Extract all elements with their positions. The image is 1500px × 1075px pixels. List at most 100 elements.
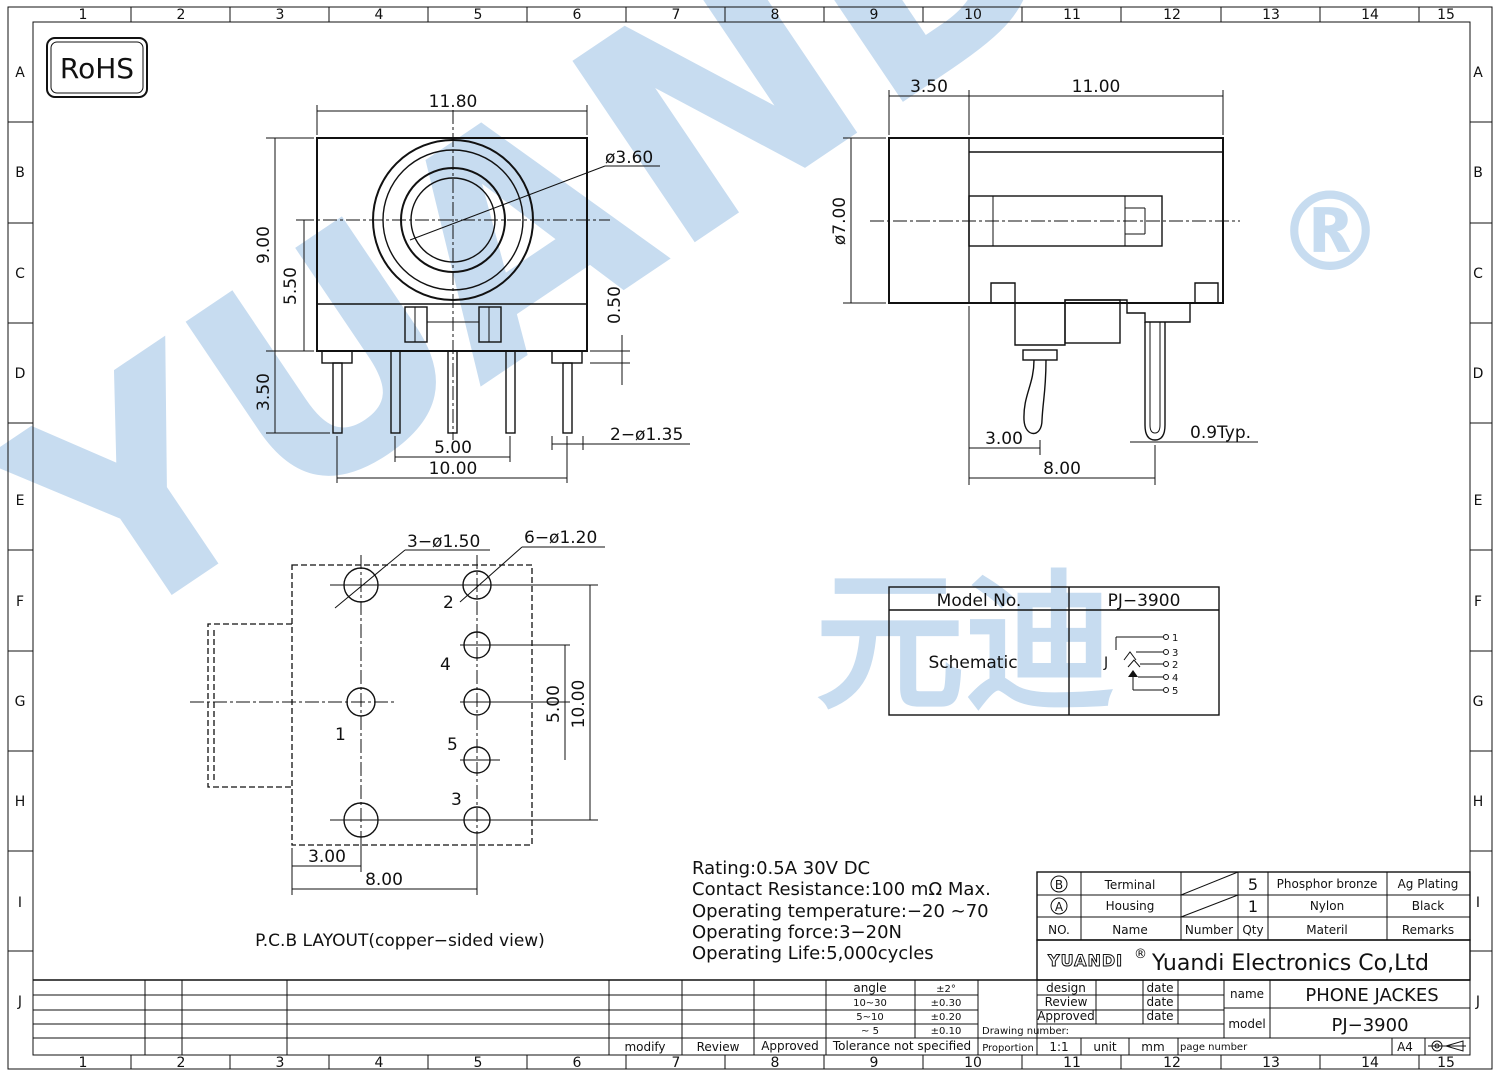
- row-label-I-right: I: [1476, 895, 1480, 911]
- column-label-12-top: 12: [1163, 7, 1181, 23]
- company-reg-mark: ®: [1134, 947, 1147, 962]
- header-qty: Qty: [1242, 923, 1263, 937]
- dim-pin-pitch: 5.00: [434, 438, 472, 458]
- column-label-9-bottom: 9: [870, 1055, 879, 1071]
- row-label-C-left: C: [15, 266, 25, 282]
- part-material-terminal: Phosphor bronze: [1277, 877, 1378, 891]
- label-review: Review: [697, 1040, 740, 1054]
- model-label: Model No.: [937, 591, 1022, 611]
- header-no: NO.: [1048, 923, 1070, 937]
- row-label-G-left: G: [15, 694, 26, 710]
- row-label-H-left: H: [15, 794, 26, 810]
- part-mark-a: A: [1055, 900, 1064, 914]
- pcb-pin-1: 1: [335, 725, 346, 745]
- dim-front-length: 3.50: [910, 77, 948, 97]
- watermark-chinese: 元迪: [815, 557, 1115, 731]
- column-label-3-bottom: 3: [276, 1055, 285, 1071]
- ratings-text: Rating:0.5A 30V DC Contact Resistance:10…: [692, 858, 991, 964]
- label-modify: modify: [624, 1040, 665, 1054]
- part-qty-terminal: 5: [1248, 875, 1258, 894]
- schematic-pin-4: 4: [1172, 673, 1178, 684]
- header-material: Materil: [1306, 923, 1347, 937]
- model-value: PJ−3900: [1108, 591, 1181, 611]
- pcb-dim-3: 3.00: [308, 847, 346, 867]
- column-label-12-bottom: 12: [1163, 1055, 1181, 1071]
- column-label-6-bottom: 6: [573, 1055, 582, 1071]
- rating-line-3: Operating temperature:−20 ~70: [692, 901, 989, 922]
- column-label-7-bottom: 7: [672, 1055, 681, 1071]
- row-label-J-left: J: [17, 994, 22, 1010]
- column-label-6-top: 6: [573, 7, 582, 23]
- column-label-5-bottom: 5: [474, 1055, 483, 1071]
- pcb-layout: 3−ø1.50 6−ø1.20 1 2 3 4 5 5.00 10.00 3.0…: [190, 528, 605, 951]
- column-label-13-bottom: 13: [1262, 1055, 1280, 1071]
- pcb-pin-5: 5: [447, 735, 458, 755]
- column-label-8-top: 8: [771, 7, 780, 23]
- label-name: name: [1230, 987, 1264, 1001]
- label-approved: Approved: [761, 1039, 819, 1053]
- dim-pin-length: 3.50: [254, 373, 274, 411]
- column-label-2-bottom: 2: [177, 1055, 186, 1071]
- pcb-caption: P.C.B LAYOUT(copper−sided view): [255, 931, 545, 951]
- label-date-3: date: [1146, 1009, 1173, 1023]
- parts-list: B A Terminal Housing 5 1 Phosphor bronze…: [1036, 871, 1471, 941]
- pcb-pin-4: 4: [440, 655, 451, 675]
- row-label-D-left: D: [15, 366, 26, 382]
- row-label-A-right: A: [1473, 65, 1483, 81]
- column-label-10-bottom: 10: [964, 1055, 982, 1071]
- dim-pin-span: 10.00: [429, 459, 478, 479]
- pcb-hole-large: 3−ø1.50: [407, 532, 480, 552]
- part-remark-terminal: Ag Plating: [1398, 877, 1459, 891]
- column-label-10-top: 10: [964, 7, 982, 23]
- rating-line-1: Rating:0.5A 30V DC: [692, 858, 870, 879]
- column-label-5-top: 5: [474, 7, 483, 23]
- company-name: Yuandi Electronics Co,Ltd: [1151, 951, 1429, 976]
- rohs-text: RoHS: [60, 52, 134, 85]
- dim-barrel-diameter: ø7.00: [830, 197, 850, 245]
- label-unit: unit: [1093, 1040, 1117, 1054]
- jack-letter: J: [1103, 655, 1108, 671]
- pcb-pin-3: 3: [451, 790, 462, 810]
- row-label-H-right: H: [1473, 794, 1484, 810]
- row-label-D-right: D: [1473, 366, 1484, 382]
- label-drawing-number: Drawing number:: [982, 1026, 1069, 1037]
- column-labels: 1122334455667788991010111112121313141415…: [79, 7, 1455, 1071]
- product-name: PHONE JACKES: [1305, 985, 1438, 1006]
- row-label-E-right: E: [1474, 493, 1483, 509]
- part-name-terminal: Terminal: [1104, 878, 1156, 892]
- column-label-4-bottom: 4: [375, 1055, 384, 1071]
- pcb-dim-8: 8.00: [365, 870, 403, 890]
- part-material-housing: Nylon: [1310, 899, 1344, 913]
- tol-angle-label: angle: [853, 981, 886, 995]
- schematic-pin-3: 3: [1172, 648, 1178, 659]
- dim-front-height: 9.00: [254, 226, 274, 264]
- column-label-8-bottom: 8: [771, 1055, 780, 1071]
- dim-hole-diameter: ø3.60: [605, 148, 653, 168]
- product-model: PJ−3900: [1331, 1015, 1408, 1036]
- side-view: 3.50 11.00 ø7.00 3.00 8.00 0.9Typ.: [830, 77, 1258, 485]
- label-model: model: [1228, 1017, 1265, 1031]
- column-label-14-bottom: 14: [1361, 1055, 1379, 1071]
- tol-angle-value: ±2°: [936, 984, 956, 995]
- model-table: Model No. PJ−3900 Schematic J 1 3 2 4 5: [888, 586, 1220, 716]
- tol-range-3: ~ 5: [861, 1026, 879, 1037]
- column-label-14-top: 14: [1361, 7, 1379, 23]
- pcb-pin-2: 2: [443, 593, 454, 613]
- paper-size: A4: [1397, 1040, 1413, 1054]
- row-label-F-right: F: [1474, 594, 1482, 610]
- column-label-11-bottom: 11: [1063, 1055, 1081, 1071]
- rohs-badge: RoHS: [46, 37, 148, 98]
- row-label-G-right: G: [1473, 694, 1484, 710]
- schematic-pin-5: 5: [1172, 686, 1178, 697]
- schematic-pin-1: 1: [1172, 633, 1178, 644]
- row-label-A-left: A: [15, 65, 25, 81]
- company-logo: YUANDI: [1047, 951, 1123, 970]
- header-remarks: Remarks: [1402, 923, 1454, 937]
- projection-symbol-icon: [1428, 1040, 1466, 1052]
- row-label-B-right: B: [1473, 165, 1483, 181]
- sheet-border: [7, 6, 1493, 1070]
- rating-line-4: Operating force:3−20N: [692, 922, 902, 943]
- column-label-1-bottom: 1: [79, 1055, 88, 1071]
- part-name-housing: Housing: [1106, 899, 1155, 913]
- column-label-4-top: 4: [375, 7, 384, 23]
